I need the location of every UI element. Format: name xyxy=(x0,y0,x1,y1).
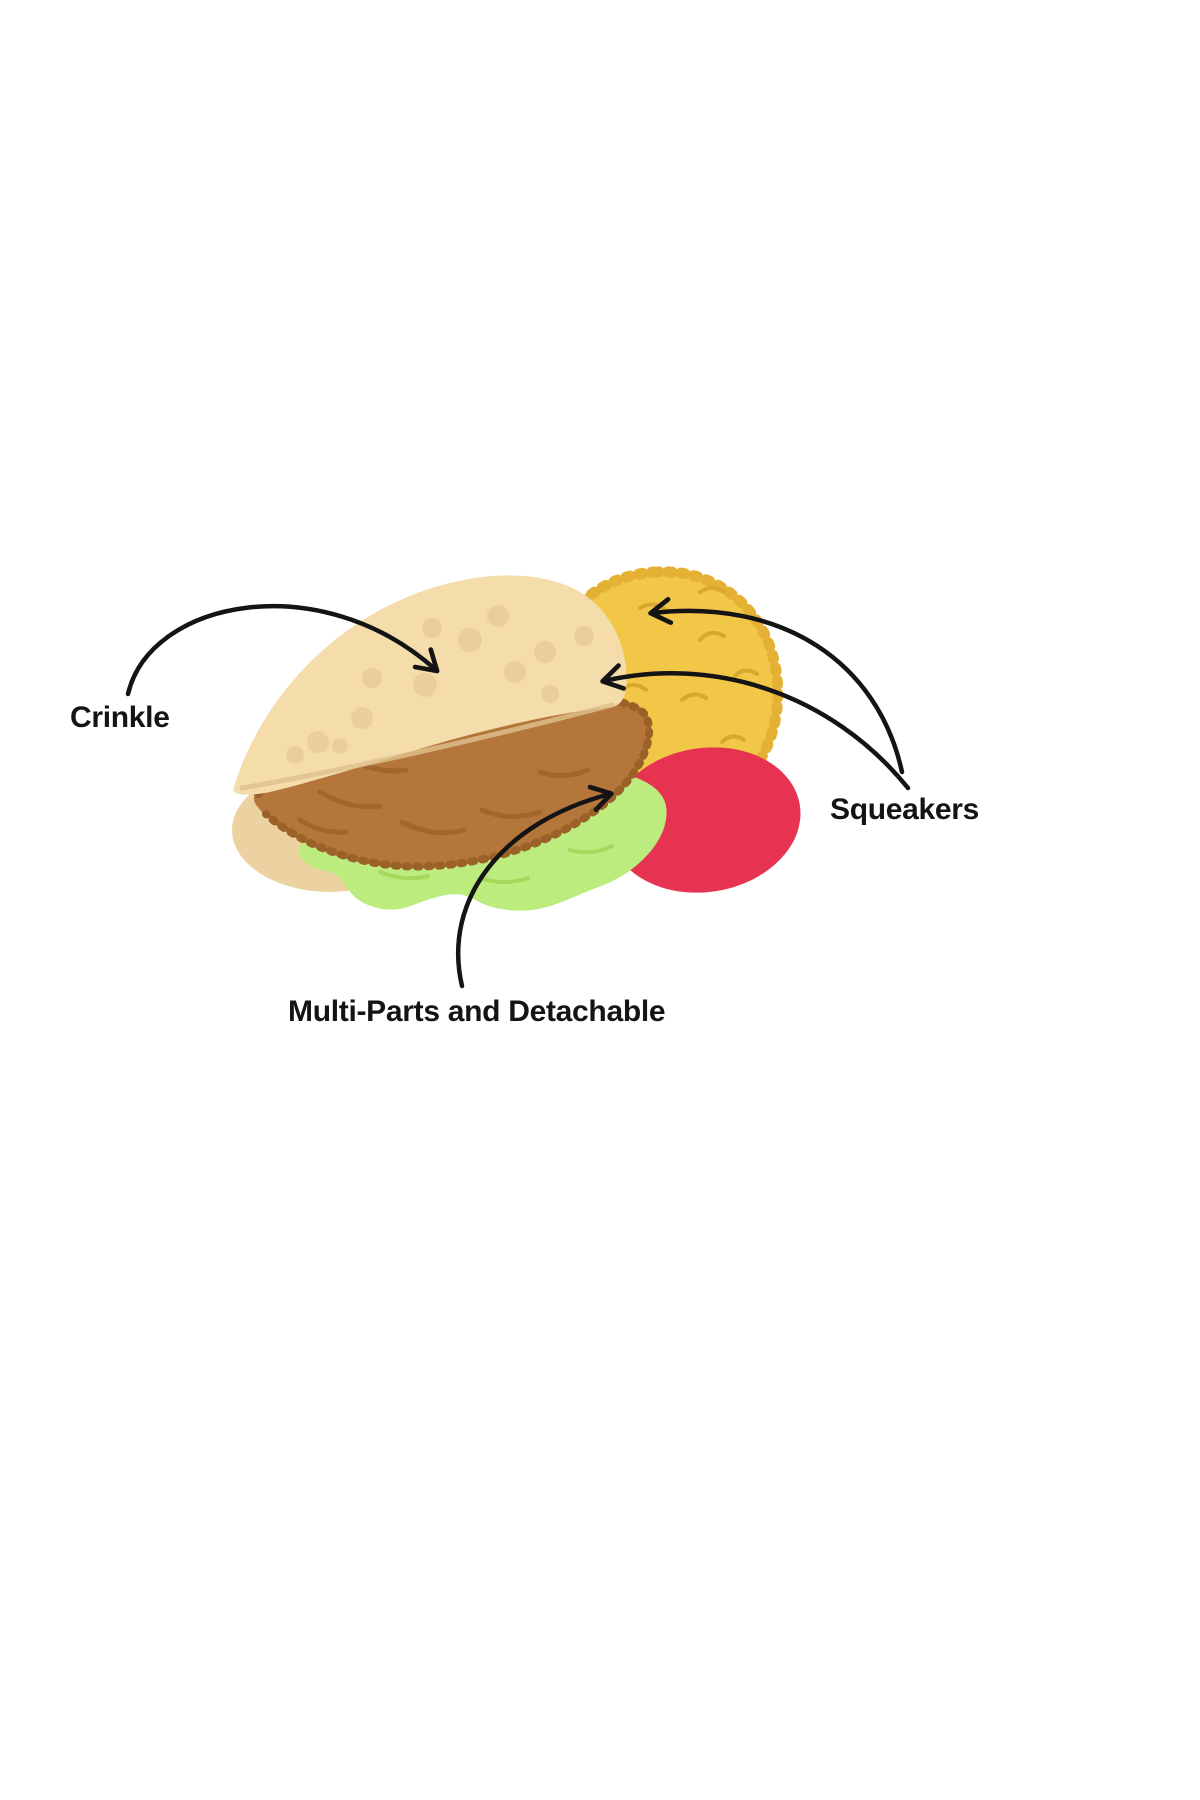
squeakers-arrow-top xyxy=(648,597,905,775)
tortilla-fold-shadow xyxy=(239,702,615,791)
crinkle-label: Crinkle xyxy=(70,701,170,734)
taco-toy xyxy=(232,566,801,911)
multiparts-arrow xyxy=(456,784,614,989)
crinkle-arrow xyxy=(125,603,440,697)
squeakers-label: Squeakers xyxy=(830,793,980,826)
squeakers-arrow-bottom xyxy=(600,663,911,791)
tomato-slice xyxy=(609,747,801,893)
lettuce-texture xyxy=(378,844,614,884)
multiparts-label: Multi-Parts and Detachable xyxy=(288,995,666,1028)
meat-texture xyxy=(297,757,591,836)
annotation-arrows xyxy=(125,597,911,989)
tortilla-dots xyxy=(286,605,594,764)
